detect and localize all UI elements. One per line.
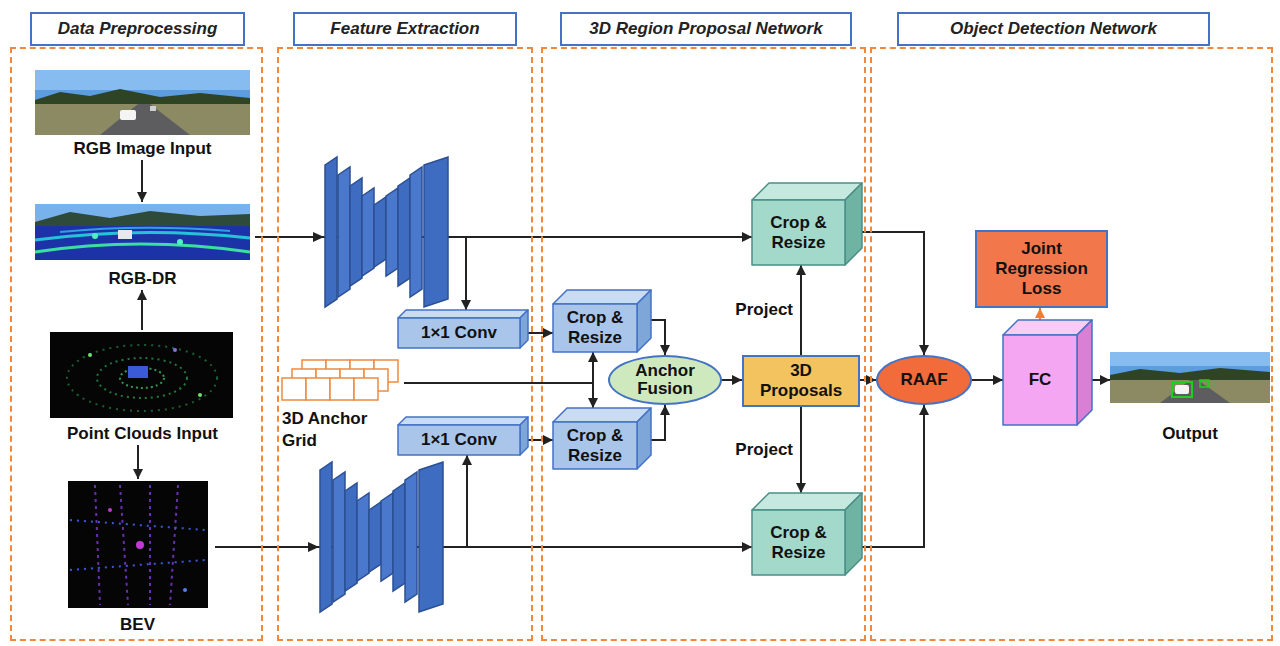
- conv-block: 1×1 Conv: [398, 417, 528, 455]
- rgb-dr-image: [35, 204, 250, 260]
- arrow-connector: [972, 379, 1003, 381]
- fusion-ellipse: RAAF: [876, 355, 972, 405]
- stage-region: Data PreprocessingRGB Image InputRGB-DRP…: [10, 47, 263, 641]
- proposal-box: 3D Proposals: [742, 355, 860, 407]
- cube-side: [845, 183, 862, 265]
- edge-label: Project: [733, 300, 795, 320]
- stage-region: Object Detection NetworkRAAFFCJoint Regr…: [870, 47, 1273, 641]
- point-cloud: Point Clouds Input: [30, 330, 255, 445]
- cube-top: [398, 310, 528, 318]
- stage-region: 3D Region Proposal NetworkCrop & ResizeC…: [541, 47, 866, 641]
- arrow-connector: [141, 290, 143, 330]
- fc-block: FC: [1003, 320, 1092, 425]
- arrow-head: [308, 542, 319, 552]
- section-header: 3D Region Proposal Network: [560, 12, 852, 46]
- section-header: Object Detection Network: [897, 12, 1210, 46]
- loss-box: Joint Regression Loss: [975, 230, 1108, 308]
- cube-front: [398, 425, 520, 455]
- image-caption: Output: [1110, 423, 1270, 445]
- cube-top: [752, 183, 862, 200]
- anchor-grid: 3D Anchor Grid: [280, 348, 404, 452]
- arrow-connector: [137, 445, 139, 479]
- node-label: 3D Proposals: [758, 361, 844, 401]
- anchor-grid: [282, 360, 398, 400]
- cube-front: [752, 510, 845, 575]
- input-image: RGB Image Input: [30, 68, 255, 160]
- cnn-stack: [325, 157, 448, 307]
- node-label: RAAF: [894, 370, 954, 390]
- crop-block: Crop & Resize: [752, 493, 862, 575]
- node-label: 1×1 Conv: [402, 430, 516, 450]
- cube-front: [553, 304, 637, 352]
- cube-front: [1003, 335, 1077, 425]
- image-caption: RGB-DR: [30, 268, 255, 290]
- image-caption: Point Clouds Input: [30, 423, 255, 445]
- cube-side: [637, 408, 651, 469]
- node-label: Crop & Resize: [557, 308, 633, 348]
- arrow-connector: [800, 407, 802, 493]
- arrow-connector: [651, 320, 665, 355]
- cube-top: [398, 417, 528, 425]
- node-label: Anchor Fusion: [630, 362, 701, 398]
- crop-block: Crop & Resize: [553, 408, 651, 469]
- cube-top: [553, 290, 651, 304]
- bev-image: [68, 481, 208, 608]
- stage-region: Feature Extraction3D Anchor Grid1×1 Conv…: [277, 47, 533, 641]
- arrow-connector: [651, 405, 665, 440]
- cube-top: [553, 408, 651, 422]
- arrow-connector: [404, 383, 593, 408]
- node-label: Crop & Resize: [557, 426, 633, 466]
- fused-image: RGB-DR: [30, 202, 255, 290]
- arrow-connector: [800, 265, 802, 355]
- cube-top: [752, 493, 862, 510]
- fusion-ellipse: Anchor Fusion: [608, 355, 722, 405]
- node-label: FC: [1007, 370, 1073, 390]
- output-image: Output: [1110, 350, 1270, 445]
- arrow-connector: [1092, 379, 1110, 381]
- node-label: Joint Regression Loss: [981, 239, 1102, 299]
- cube-front: [553, 422, 637, 469]
- arrow-connector: [141, 160, 143, 202]
- section-header: Feature Extraction: [293, 12, 517, 46]
- node-label: Crop & Resize: [756, 213, 841, 253]
- cube-side: [845, 493, 862, 575]
- cube-side: [520, 310, 528, 348]
- crop-block: Crop & Resize: [752, 183, 862, 265]
- arrow-connector: [722, 379, 742, 381]
- image-caption: BEV: [60, 614, 215, 636]
- arrow-head: [313, 232, 324, 242]
- cube-side: [1077, 320, 1092, 425]
- node-label: Crop & Resize: [756, 523, 841, 563]
- edge-label: Project: [733, 440, 795, 460]
- point-cloud-image: [50, 332, 233, 418]
- cube-side: [637, 290, 651, 352]
- section-header: Data Preprocessing: [30, 12, 245, 46]
- cube-side: [520, 417, 528, 455]
- image-caption: RGB Image Input: [30, 138, 255, 160]
- arrow-connector: [404, 352, 593, 383]
- arrow-connector: [1039, 308, 1041, 320]
- arrow-connector: [860, 379, 876, 381]
- image-caption: 3D Anchor Grid: [282, 408, 378, 452]
- cube-front: [398, 318, 520, 348]
- crop-block: Crop & Resize: [553, 290, 651, 352]
- rgb-image: [35, 70, 250, 135]
- node-label: 1×1 Conv: [402, 323, 516, 343]
- cube-front: [752, 200, 845, 265]
- bev-map: BEV: [60, 479, 215, 636]
- conv-block: 1×1 Conv: [398, 310, 528, 348]
- cnn-stack: [320, 462, 443, 612]
- output-image: [1110, 352, 1270, 403]
